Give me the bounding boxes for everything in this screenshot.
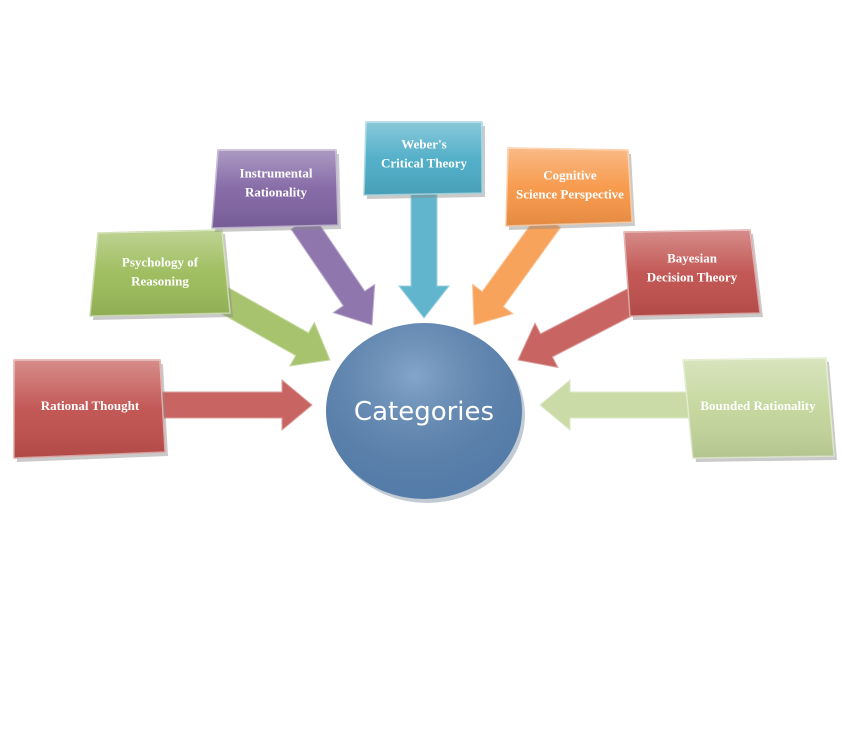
nodes-layer: Rational Thought Psychology of Reasoning In…: [13, 121, 837, 462]
rational-thought-node: Rational Thought: [13, 359, 168, 462]
cognitive-science-perspective-label-line-2: Science Perspective: [516, 187, 624, 202]
bayesian-decision-theory-label-line-1: Bayesian: [667, 251, 718, 266]
cognitive-science-perspective-gloss: [506, 148, 632, 226]
psychology-of-reasoning-node: Psychology of Reasoning: [89, 229, 233, 320]
cognitive-science-perspective-label-line-1: Cognitive: [543, 168, 597, 183]
instrumental-rationality-label-line-1: Instrumental: [240, 166, 313, 181]
psychology-of-reasoning-label-line-2: Reasoning: [131, 274, 189, 289]
bounded-rationality-gloss: [683, 358, 834, 458]
instrumental-rationality-gloss: [212, 150, 338, 228]
cognitive-science-perspective-arrow: [471, 211, 562, 326]
center-node: Categories: [326, 323, 525, 503]
center-label: Categories: [354, 397, 494, 427]
bayesian-decision-theory-arrow: [517, 284, 647, 369]
bayesian-decision-theory-gloss: [624, 230, 760, 316]
webers-critical-theory-label-line-2: Critical Theory: [381, 156, 468, 171]
webers-critical-theory-label-line-1: Weber's: [401, 137, 447, 152]
webers-critical-theory-gloss: [364, 122, 482, 195]
bounded-rationality-node: Bounded Rationality: [682, 357, 837, 462]
bayesian-decision-theory-label-line-2: Decision Theory: [647, 270, 738, 285]
instrumental-rationality-arrow: [290, 214, 376, 326]
bounded-rationality-arrow: [539, 378, 691, 432]
webers-critical-theory-arrow: [397, 191, 451, 319]
psychology-of-reasoning-gloss: [90, 230, 230, 316]
bounded-rationality-label-line-1: Bounded Rationality: [700, 398, 816, 413]
psychology-of-reasoning-arrow: [207, 283, 331, 367]
arrows-layer: [159, 191, 691, 432]
rational-thought-arrow: [159, 378, 313, 432]
rational-thought-gloss: [14, 360, 165, 458]
psychology-of-reasoning-label-line-1: Psychology of: [122, 255, 199, 270]
instrumental-rationality-label-line-2: Rationality: [245, 185, 308, 200]
rational-thought-label-line-1: Rational Thought: [41, 398, 140, 413]
